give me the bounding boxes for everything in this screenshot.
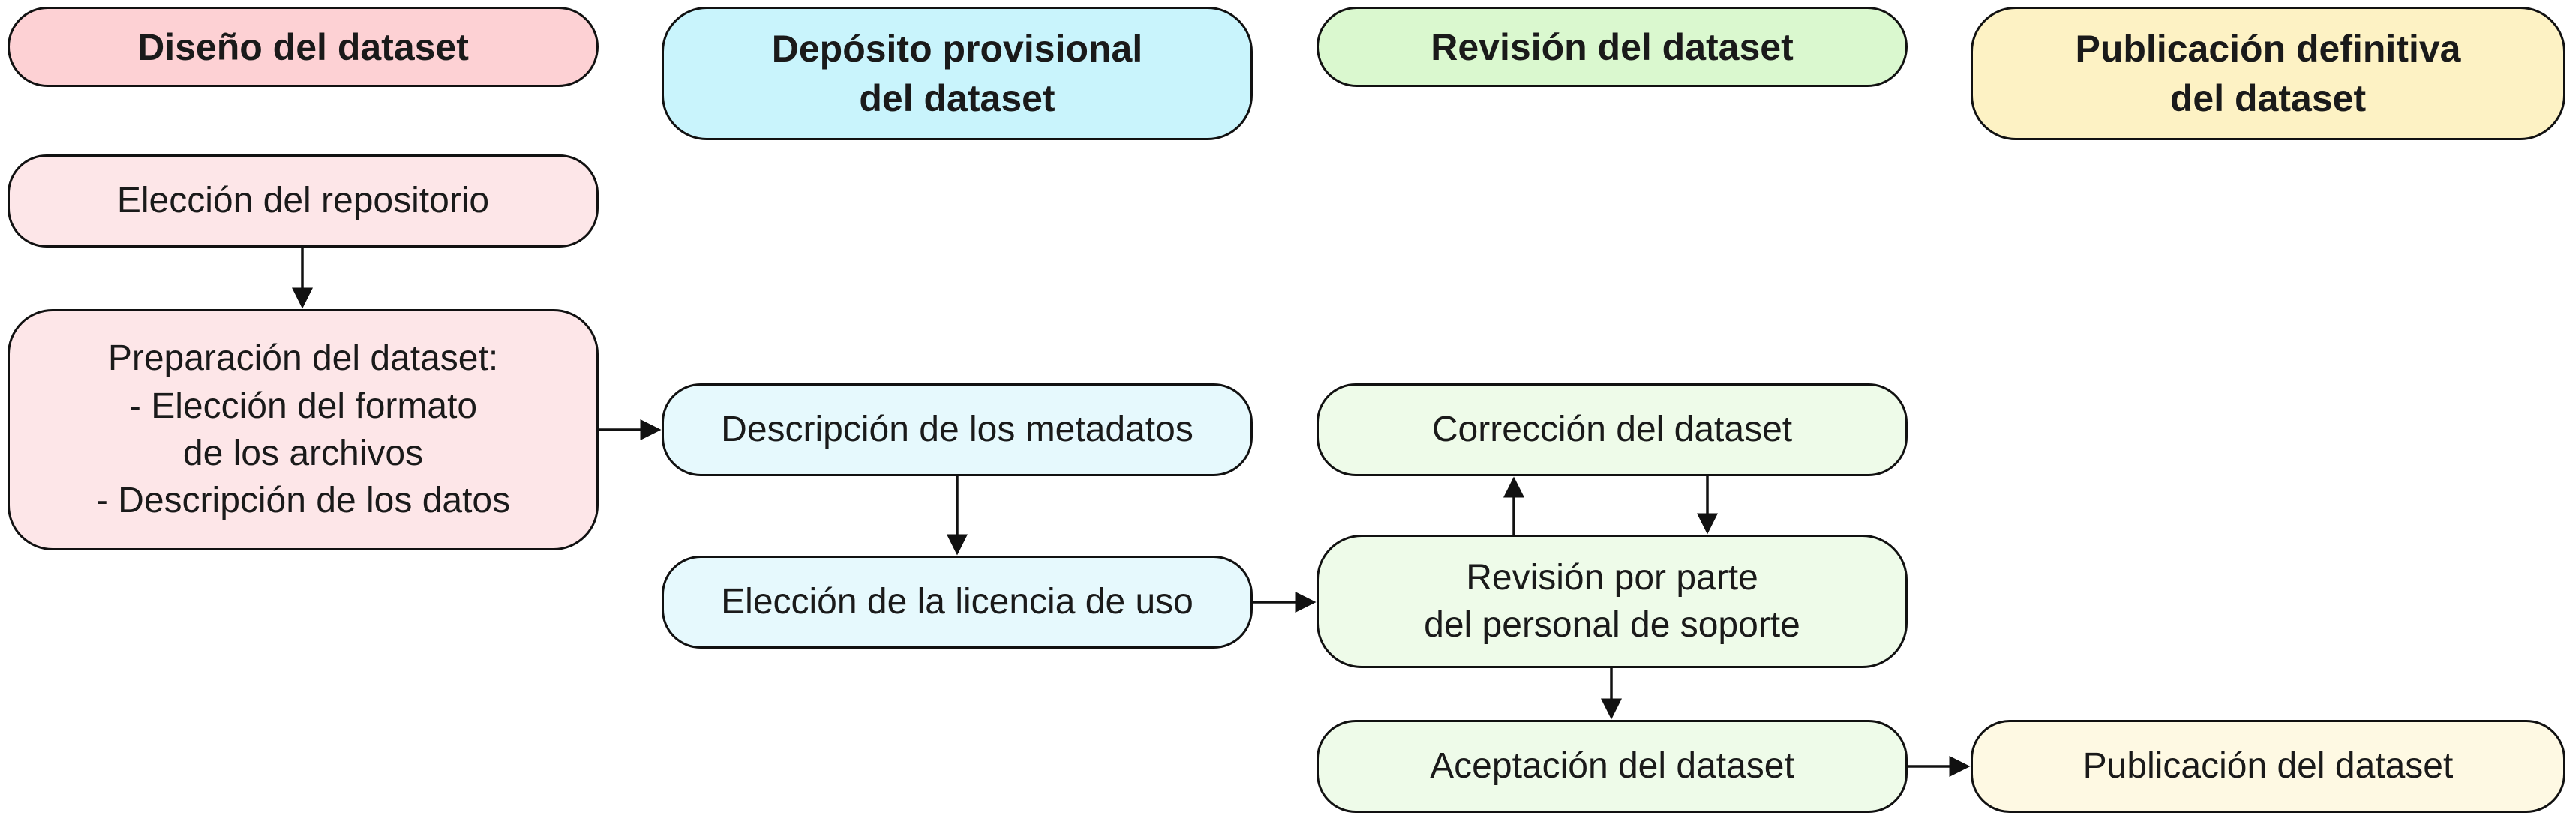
step-support-review: Revisión por parte del personal de sopor… bbox=[1317, 535, 1908, 668]
header-design: Diseño del dataset bbox=[8, 7, 599, 87]
step-correct-dataset: Corrección del dataset bbox=[1317, 383, 1908, 476]
step-publish-dataset: Publicación del dataset bbox=[1971, 720, 2565, 813]
step-choose-license: Elección de la licencia de uso bbox=[662, 556, 1253, 649]
step-choose-repository: Elección del repositorio bbox=[8, 154, 599, 248]
step-prepare-dataset: Preparación del dataset: - Elección del … bbox=[8, 309, 599, 550]
header-publish: Publicación definitiva del dataset bbox=[1971, 7, 2565, 140]
header-deposit: Depósito provisional del dataset bbox=[662, 7, 1253, 140]
header-review: Revisión del dataset bbox=[1317, 7, 1908, 87]
step-describe-metadata: Descripción de los metadatos bbox=[662, 383, 1253, 476]
step-accept-dataset: Aceptación del dataset bbox=[1317, 720, 1908, 813]
